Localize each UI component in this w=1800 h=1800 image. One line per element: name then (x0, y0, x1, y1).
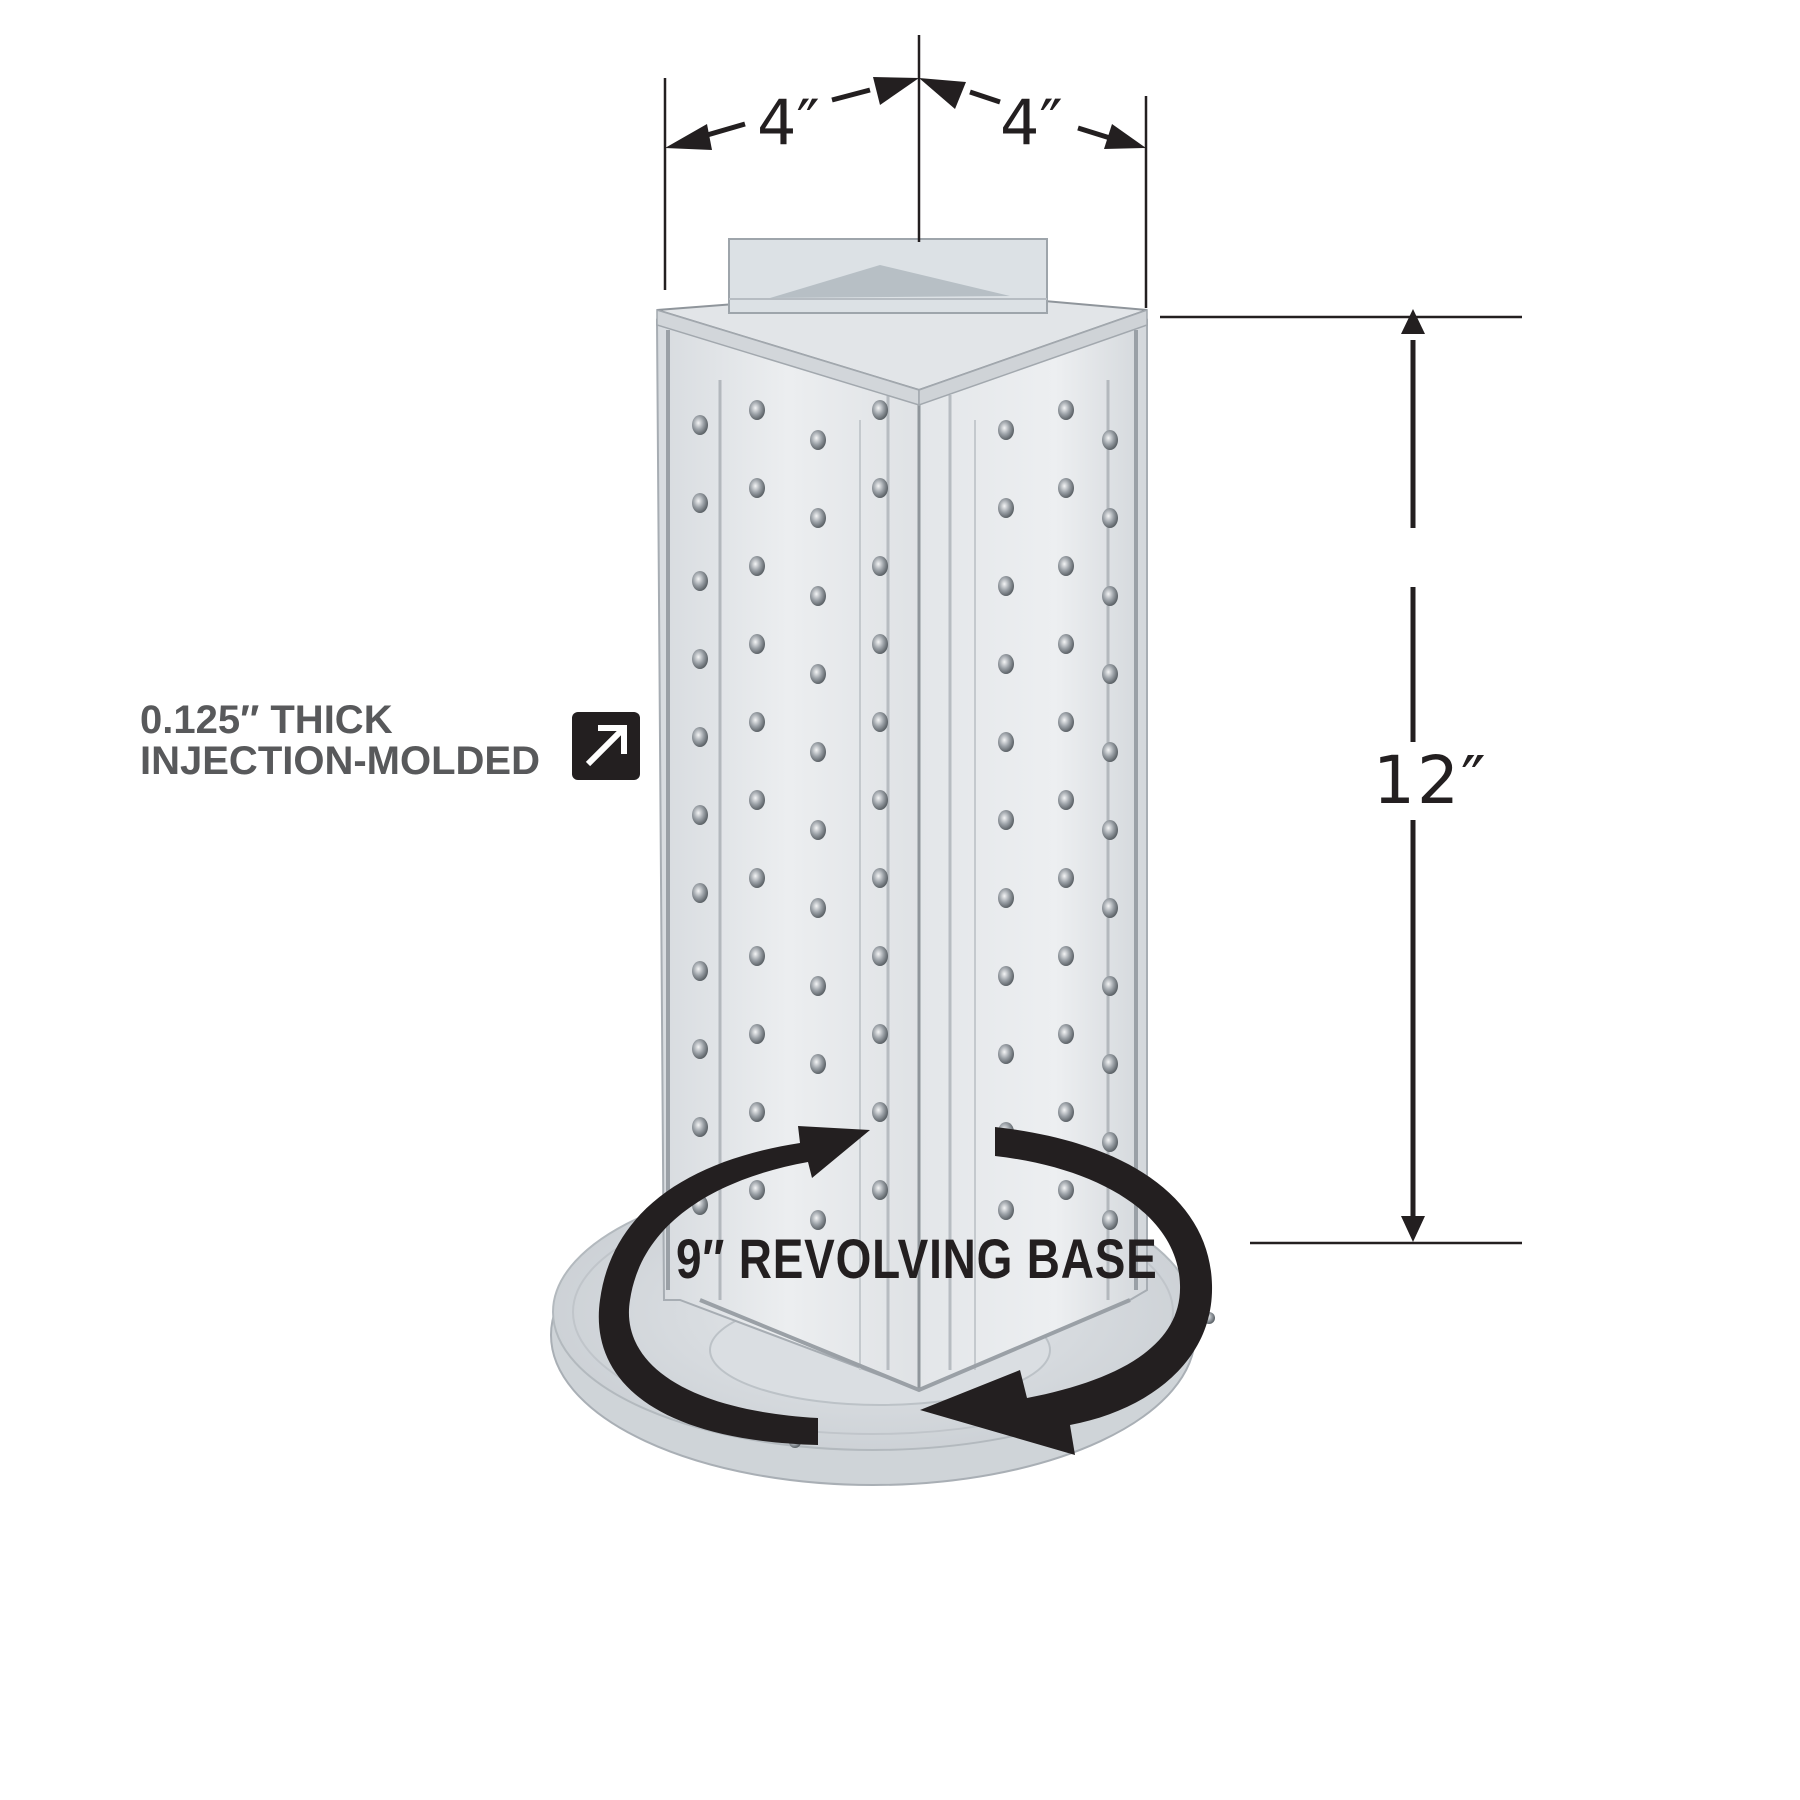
revolving-base-label: 9″ REVOLVING BASE (676, 1227, 1158, 1290)
width-left-label: 4″ (757, 86, 820, 159)
height-label: 12″ (1373, 742, 1488, 820)
peg-holes (692, 400, 1118, 1230)
callout-line-2: INJECTION-MOLDED (140, 739, 540, 783)
callout-line-1: 0.125″ THICK (140, 698, 393, 742)
material-callout: 0.125″ THICK INJECTION-MOLDED (140, 700, 540, 782)
dimension-arrowheads (665, 77, 1425, 1242)
arrow-up-right-icon (572, 712, 640, 780)
pegboard-tower (655, 238, 1148, 1393)
rotate-arrows-icon (598, 1126, 1213, 1455)
width-right-label: 4″ (1000, 86, 1063, 159)
